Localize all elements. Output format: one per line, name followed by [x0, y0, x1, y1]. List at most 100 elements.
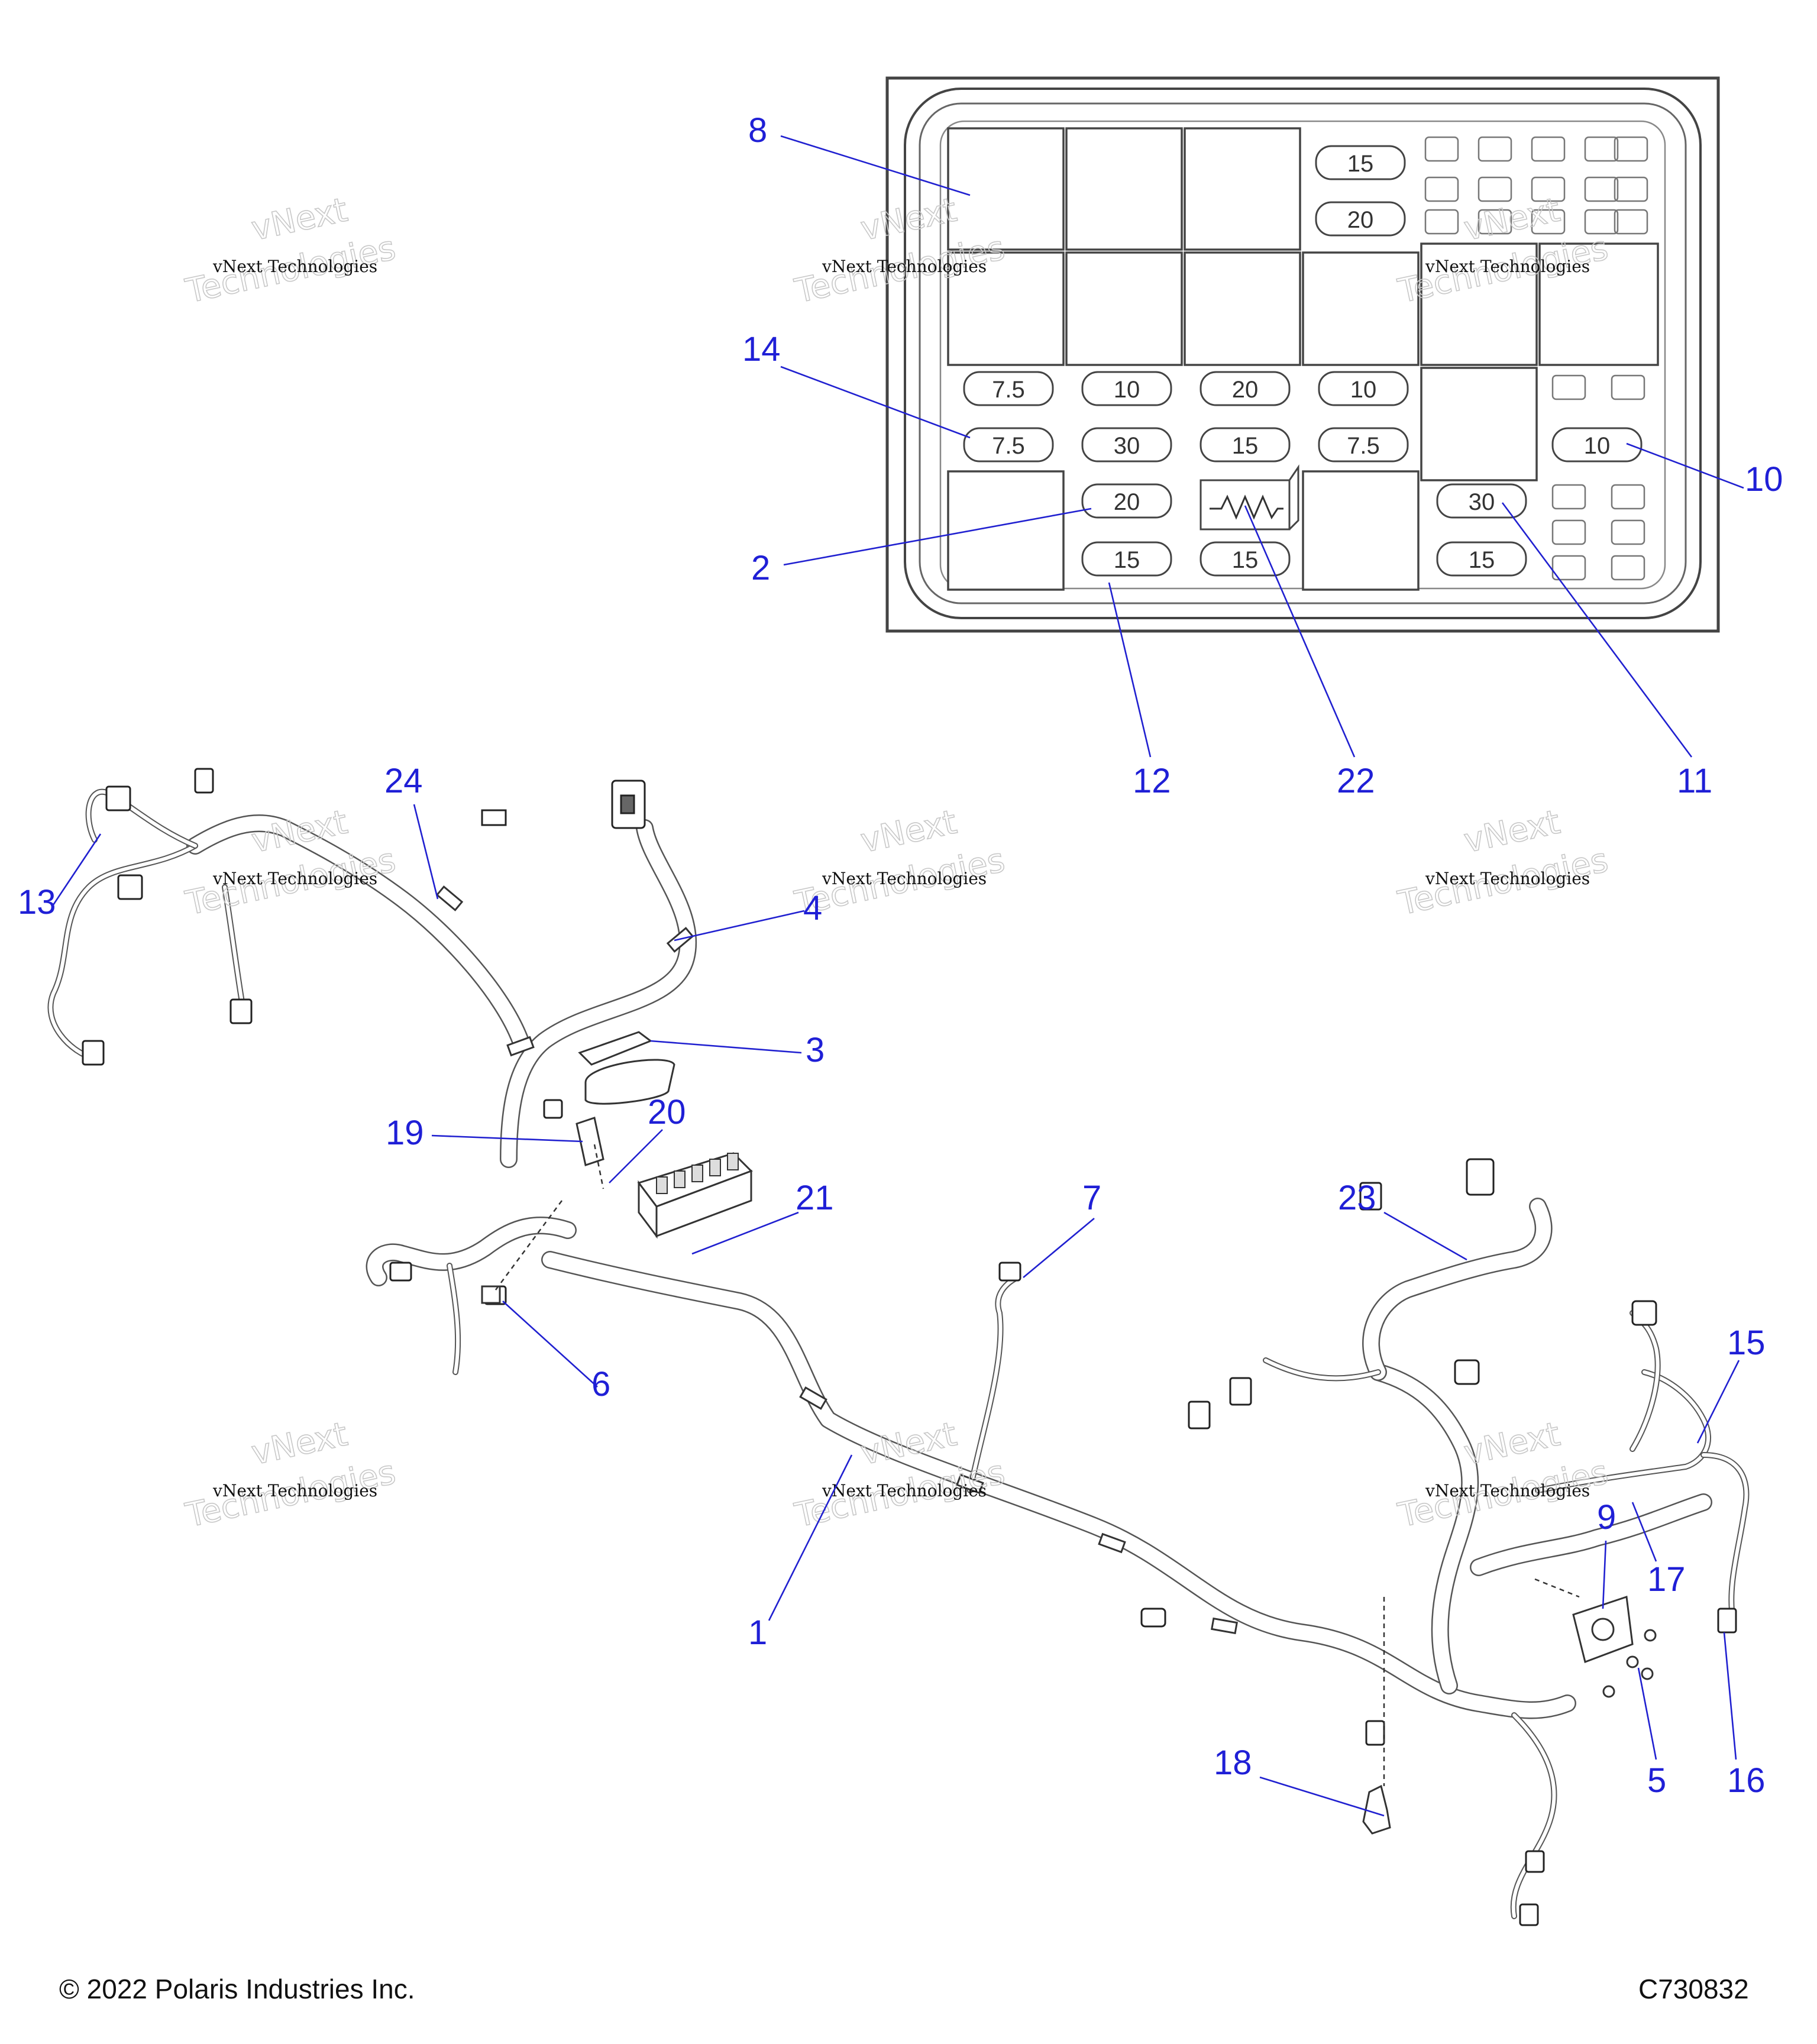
- fuse-rating: 10: [1350, 377, 1377, 403]
- relay-blocks: [947, 127, 1659, 591]
- callout-number: 10: [1745, 460, 1783, 499]
- callout-number: 15: [1727, 1324, 1766, 1362]
- callout-number: 5: [1647, 1761, 1666, 1800]
- watermark-large-top: vNext: [858, 803, 961, 861]
- fuse: 7.5: [963, 371, 1054, 406]
- leader-line: [1637, 1667, 1657, 1760]
- callout: 2: [751, 507, 1092, 587]
- callout: 9: [1597, 1498, 1616, 1609]
- fuse-rating: 15: [1347, 151, 1374, 177]
- callout-number: 17: [1647, 1560, 1686, 1599]
- harness-fuse-module: [637, 1152, 753, 1239]
- fuse: 30: [1436, 483, 1527, 519]
- callout-number: 13: [18, 883, 56, 921]
- callout-number: 22: [1337, 762, 1375, 800]
- watermark-small: vNext Technologies: [212, 869, 377, 888]
- watermark-small: vNext Technologies: [212, 1481, 377, 1500]
- watermark-large-top: vNext: [1461, 803, 1564, 861]
- leader-line: [1631, 1502, 1657, 1562]
- screws: [1602, 1629, 1657, 1698]
- watermark-large-top: vNext: [248, 1415, 351, 1473]
- fuse: 7.5: [1318, 427, 1409, 463]
- callout-number: 23: [1338, 1179, 1376, 1217]
- fuse-rating: 30: [1469, 489, 1495, 515]
- leader-line: [1602, 1540, 1607, 1609]
- callout-number: 24: [384, 762, 423, 800]
- leader-line: [768, 1454, 853, 1621]
- fuse: 15: [1200, 427, 1291, 463]
- fuse: 15: [1200, 541, 1291, 577]
- fuse: 30: [1081, 427, 1172, 463]
- leader-line: [52, 833, 102, 905]
- callout-number: 14: [742, 330, 781, 368]
- leader-line: [502, 1301, 598, 1388]
- callout: 8: [748, 111, 971, 196]
- fuse: 15: [1315, 145, 1406, 180]
- callout-number: 4: [803, 889, 822, 927]
- leader-line: [1723, 1632, 1737, 1760]
- leader-line: [1696, 1360, 1740, 1444]
- fuse-rating: 10: [1584, 433, 1611, 459]
- leader-line: [674, 910, 805, 942]
- fuse-rating: 7.5: [992, 433, 1025, 459]
- grommet-plate: [1572, 1595, 1634, 1663]
- leader-line: [609, 1129, 663, 1183]
- callout-number: 2: [751, 549, 770, 587]
- callout: 3: [650, 1031, 825, 1069]
- leader-line: [783, 507, 1092, 566]
- fuse: 20: [1200, 371, 1291, 406]
- sensor-part: [1362, 1784, 1391, 1835]
- fuse-rating: 20: [1347, 207, 1374, 233]
- fuse-rating: 10: [1114, 377, 1140, 403]
- leader-line: [691, 1211, 799, 1255]
- callout: 13: [18, 833, 102, 921]
- leader-line: [1259, 1776, 1385, 1817]
- callout: 22: [1244, 505, 1375, 800]
- callout: 14: [742, 330, 971, 439]
- watermark-small: vNext Technologies: [1425, 1481, 1590, 1500]
- fuse-rating: 20: [1232, 377, 1259, 403]
- callout: 21: [691, 1179, 834, 1255]
- callout: 4: [674, 889, 822, 942]
- callout: 1: [748, 1454, 853, 1652]
- cover-part: [578, 1031, 675, 1105]
- callout-number: 19: [386, 1114, 424, 1152]
- leader-line: [1626, 442, 1744, 489]
- watermark-small: vNext Technologies: [822, 257, 987, 276]
- callout: 23: [1338, 1179, 1467, 1261]
- callout-number: 20: [648, 1093, 686, 1131]
- watermark-small: vNext Technologies: [1425, 869, 1590, 888]
- callout: 5: [1637, 1667, 1666, 1800]
- leader-line: [1023, 1218, 1095, 1278]
- callout: 20: [609, 1093, 686, 1183]
- callout: 16: [1723, 1632, 1766, 1800]
- callout-number: 6: [591, 1365, 610, 1403]
- wiring-harness: [47, 768, 1750, 1926]
- leader-line: [1383, 1211, 1467, 1261]
- callout: 19: [386, 1114, 583, 1152]
- watermark-large-top: vNext: [1461, 1415, 1564, 1473]
- callout: 11: [1501, 502, 1712, 800]
- callout: 10: [1626, 442, 1783, 499]
- fuse-rating: 30: [1114, 433, 1140, 459]
- connectors: [82, 768, 1737, 1926]
- callout: 17: [1631, 1502, 1686, 1599]
- fuse: 7.5: [963, 427, 1054, 463]
- leader-line: [413, 804, 439, 900]
- callout: 7: [1023, 1179, 1101, 1278]
- callout-number: 18: [1214, 1744, 1252, 1782]
- fuse-rating: 15: [1114, 547, 1140, 573]
- callout-number: 3: [806, 1031, 825, 1069]
- callout-number: 16: [1727, 1761, 1766, 1800]
- watermark-small: vNext Technologies: [822, 1481, 987, 1500]
- callout-number: 21: [796, 1179, 834, 1217]
- fuse-rating: 15: [1232, 433, 1259, 459]
- fuse-rating: 15: [1232, 547, 1259, 573]
- leader-line: [780, 366, 971, 439]
- callout-number: 11: [1677, 762, 1712, 800]
